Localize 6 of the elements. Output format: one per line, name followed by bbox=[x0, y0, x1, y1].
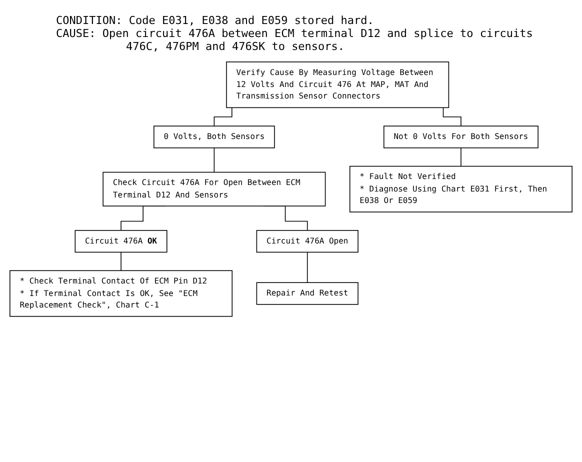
connector bbox=[306, 252, 308, 283]
note-text: CAUSE: Open circuit 476A between ECM terminal D12 and splice to circuits 476C, 476PM and 476SK to sensors. bbox=[56, 27, 534, 53]
note-text: CONDITION: Code E031, E038 and E059 stored hard. bbox=[56, 14, 375, 27]
connector bbox=[214, 147, 215, 173]
connector bbox=[460, 147, 462, 167]
connector bbox=[120, 252, 122, 272]
